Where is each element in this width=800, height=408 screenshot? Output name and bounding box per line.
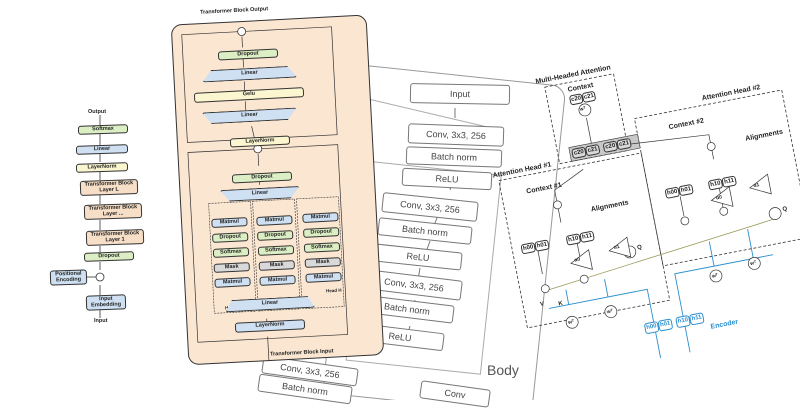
encoder-label: Encoder — [710, 319, 739, 331]
alpha1-label-h2: α1 — [753, 182, 760, 189]
c21-cell-h1: c21 — [585, 144, 601, 156]
alignments-2-label: Alignments — [745, 129, 784, 143]
headh-dropout: Dropout — [303, 227, 339, 238]
q-label-h1: Q — [637, 245, 643, 252]
headdots-matmul-top: Matmul — [256, 215, 292, 226]
transformer-block-panel — [150, 0, 400, 400]
attention-labels: Multi-Headed Attention Context c20 c21 w… — [443, 11, 800, 388]
w-label-a: wᵀ — [568, 319, 575, 326]
small-dropout: Dropout — [84, 251, 134, 262]
headdots-softmax: Softmax — [258, 245, 294, 256]
small-softmax: Softmax — [78, 124, 128, 135]
attention-head-2-title: Attention Head #2 — [701, 84, 761, 102]
head1-dropout: Dropout — [212, 232, 248, 243]
w-label-d: wᵀ — [750, 260, 757, 267]
head-1-ops: Matmul Dropout Softmax Mask Matmul — [211, 217, 251, 288]
c21-cell-h2: c21 — [616, 138, 632, 150]
small-positional-encoding: Positional Encoding — [50, 269, 88, 285]
context-2-label: Context #2 — [668, 117, 704, 131]
h01-encoder: h01 — [657, 318, 673, 331]
headdots-matmul-bottom: Matmul — [259, 275, 295, 286]
add-node-icon — [96, 273, 104, 281]
k-label-h1: K — [558, 301, 563, 308]
h11-encoder: h11 — [689, 312, 705, 325]
small-transformer-model: Output Softmax Linear LayerNorm Transfor… — [0, 0, 160, 340]
head1-softmax: Softmax — [213, 247, 249, 258]
attention-head-1-title: Attention Head #1 — [492, 161, 552, 179]
alpha0-label-h1: α0 — [574, 257, 581, 264]
attention-diagram: Multi-Headed Attention Context c20 c21 w… — [470, 40, 800, 360]
head1-mask: Mask — [214, 262, 250, 273]
small-output-label: Output — [88, 109, 106, 115]
small-block-dots: Transformer Block Layer ... — [84, 203, 142, 220]
w-label-c: wᵀ — [711, 273, 718, 280]
small-block-l: Transformer Block Layer L — [80, 179, 138, 196]
multihead-title: Multi-Headed Attention — [535, 64, 611, 85]
alignments-1-label: Alignments — [590, 199, 629, 213]
alpha0-label-h2: α0 — [716, 194, 723, 201]
transformer-block-diagram: Transformer Block Output Dropout Linear … — [150, 0, 400, 400]
headh-matmul-bottom: Matmul — [305, 272, 341, 283]
h01-cell-h2: h01 — [678, 184, 694, 196]
head1-matmul-top: Matmul — [211, 217, 247, 228]
c21-cell-top: c21 — [582, 91, 597, 103]
headh-mask: Mask — [305, 257, 341, 268]
small-input-label: Input — [94, 318, 107, 324]
head-h-ops: Matmul Dropout Softmax Mask Matmul — [302, 212, 342, 283]
headh-softmax: Softmax — [304, 242, 340, 253]
h11-cell-h1: h11 — [579, 231, 595, 243]
small-block-1: Transformer Block Layer 1 — [86, 229, 144, 246]
v-label-h1: V — [540, 301, 545, 308]
q-label-h2: Q — [782, 206, 788, 213]
multihead-w-label: wᵀ — [579, 106, 586, 113]
small-input-embedding: Input Embedding — [86, 294, 126, 310]
head1-matmul-bottom: Matmul — [214, 277, 250, 288]
headh-matmul-top: Matmul — [302, 212, 338, 223]
small-linear: Linear — [76, 144, 128, 155]
add-node-top-icon — [237, 27, 245, 35]
w-label-b: wᵀ — [606, 308, 613, 315]
h11-cell-h2: h11 — [721, 175, 737, 187]
headdots-mask: Mask — [259, 260, 295, 271]
head-dots-ops: Matmul Dropout Softmax Mask Matmul — [256, 215, 296, 286]
context-1-label: Context #1 — [526, 182, 562, 196]
h01-cell-h1: h01 — [534, 239, 550, 251]
small-layernorm: LayerNorm — [76, 162, 128, 173]
head-h-label: Head H — [326, 288, 342, 294]
headdots-dropout: Dropout — [257, 230, 293, 241]
alpha1-label-h1: α1 — [613, 244, 620, 251]
